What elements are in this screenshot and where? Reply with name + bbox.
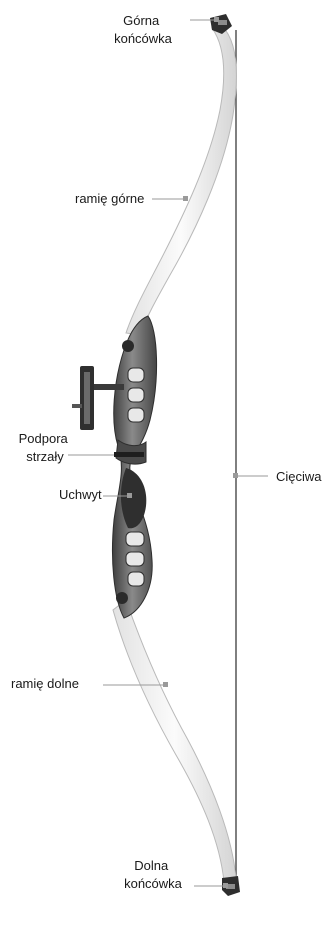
arrow-rest-shape xyxy=(114,452,144,457)
string-label: Cięciwa xyxy=(276,469,322,484)
lower-limb-marker xyxy=(163,682,168,687)
upper-tip-shape xyxy=(210,14,232,34)
upper-limb-marker xyxy=(183,196,188,201)
upper-tip-marker xyxy=(214,17,219,22)
lower-limb-shape xyxy=(113,600,236,882)
upper-limb-shape xyxy=(126,26,236,335)
lower-limb-label: ramię dolne xyxy=(11,676,79,691)
riser-shape xyxy=(112,316,156,618)
grip-label: Uchwyt xyxy=(59,487,102,502)
lower-tip-marker xyxy=(223,883,228,888)
upper-limb-label: ramię górne xyxy=(75,191,144,206)
lower-tip-label: Dolna końcówka xyxy=(124,858,183,891)
upper-tip-label: Górna końcówka xyxy=(114,13,173,46)
string-marker xyxy=(233,473,238,478)
grip-marker xyxy=(127,493,132,498)
arrow-rest-label: Podpora strzały xyxy=(19,431,72,464)
